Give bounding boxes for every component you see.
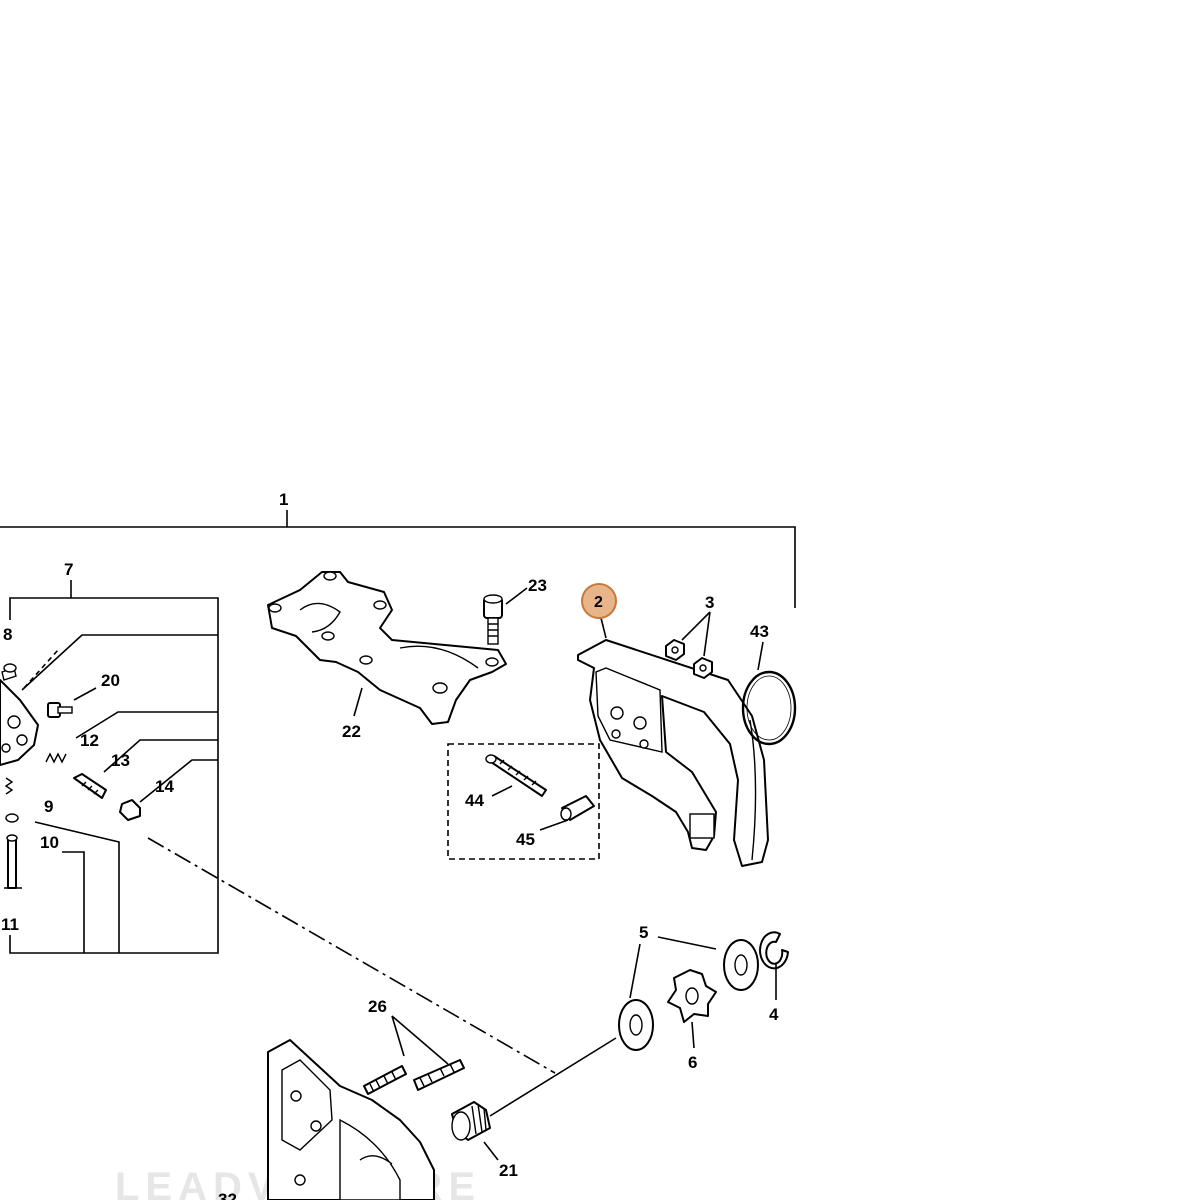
part-6-sprocket bbox=[667, 969, 717, 1049]
part-4-circlip bbox=[759, 931, 789, 1000]
part-23-bolt bbox=[483, 587, 528, 645]
callout-5[interactable]: 5 bbox=[639, 923, 648, 942]
callout-13[interactable]: 13 bbox=[111, 751, 130, 770]
callout-12[interactable]: 12 bbox=[80, 731, 99, 750]
callout-43[interactable]: 43 bbox=[750, 622, 769, 641]
callout-21[interactable]: 21 bbox=[499, 1161, 518, 1180]
part-26-studs bbox=[363, 1015, 465, 1095]
callout-32[interactable]: 32 bbox=[218, 1190, 237, 1200]
tensioner-kit-box bbox=[447, 743, 600, 860]
part-43-o-ring bbox=[741, 641, 797, 746]
callout-14[interactable]: 14 bbox=[155, 777, 174, 796]
callout-4[interactable]: 4 bbox=[769, 1005, 779, 1024]
part-44-tensioner-screw bbox=[485, 754, 547, 797]
part-21-bushing bbox=[451, 1037, 617, 1161]
part-22-clamp-housing bbox=[267, 571, 507, 725]
callout-44[interactable]: 44 bbox=[465, 791, 484, 810]
callout-45[interactable]: 45 bbox=[516, 830, 535, 849]
callout-2-highlight[interactable] bbox=[581, 583, 617, 619]
part-13-needle bbox=[73, 773, 107, 799]
callout-6[interactable]: 6 bbox=[688, 1053, 697, 1072]
callout-8[interactable]: 8 bbox=[3, 625, 12, 644]
callout-22[interactable]: 22 bbox=[342, 722, 361, 741]
part-9-spring bbox=[4, 777, 19, 823]
part-12-spring bbox=[45, 752, 67, 764]
callout-23[interactable]: 23 bbox=[528, 576, 547, 595]
part-7-carburetor-body bbox=[0, 649, 59, 766]
part-32-crankcase bbox=[267, 1039, 435, 1200]
bracket-1 bbox=[0, 510, 796, 608]
part-5-washers bbox=[618, 936, 759, 1051]
part-45-tensioner-nut bbox=[539, 795, 595, 831]
callout-9[interactable]: 9 bbox=[44, 797, 53, 816]
part-20-screw bbox=[47, 687, 97, 718]
callout-10[interactable]: 10 bbox=[40, 833, 59, 852]
callout-26[interactable]: 26 bbox=[368, 997, 387, 1016]
callout-20[interactable]: 20 bbox=[101, 671, 120, 690]
callout-7[interactable]: 7 bbox=[64, 560, 73, 579]
part-11-pin bbox=[4, 834, 22, 889]
part-3-nuts bbox=[665, 611, 713, 679]
callout-2[interactable]: 2 bbox=[594, 594, 603, 611]
callout-3[interactable]: 3 bbox=[705, 593, 714, 612]
bracket-7 bbox=[9, 580, 219, 954]
part-14-cap bbox=[119, 799, 141, 821]
callout-11[interactable]: 11 bbox=[1, 915, 19, 934]
part-2-chain-guard bbox=[577, 613, 769, 867]
assembly-line bbox=[147, 837, 556, 1074]
callout-1[interactable]: 1 bbox=[279, 490, 288, 509]
part-8-clip bbox=[3, 663, 17, 673]
